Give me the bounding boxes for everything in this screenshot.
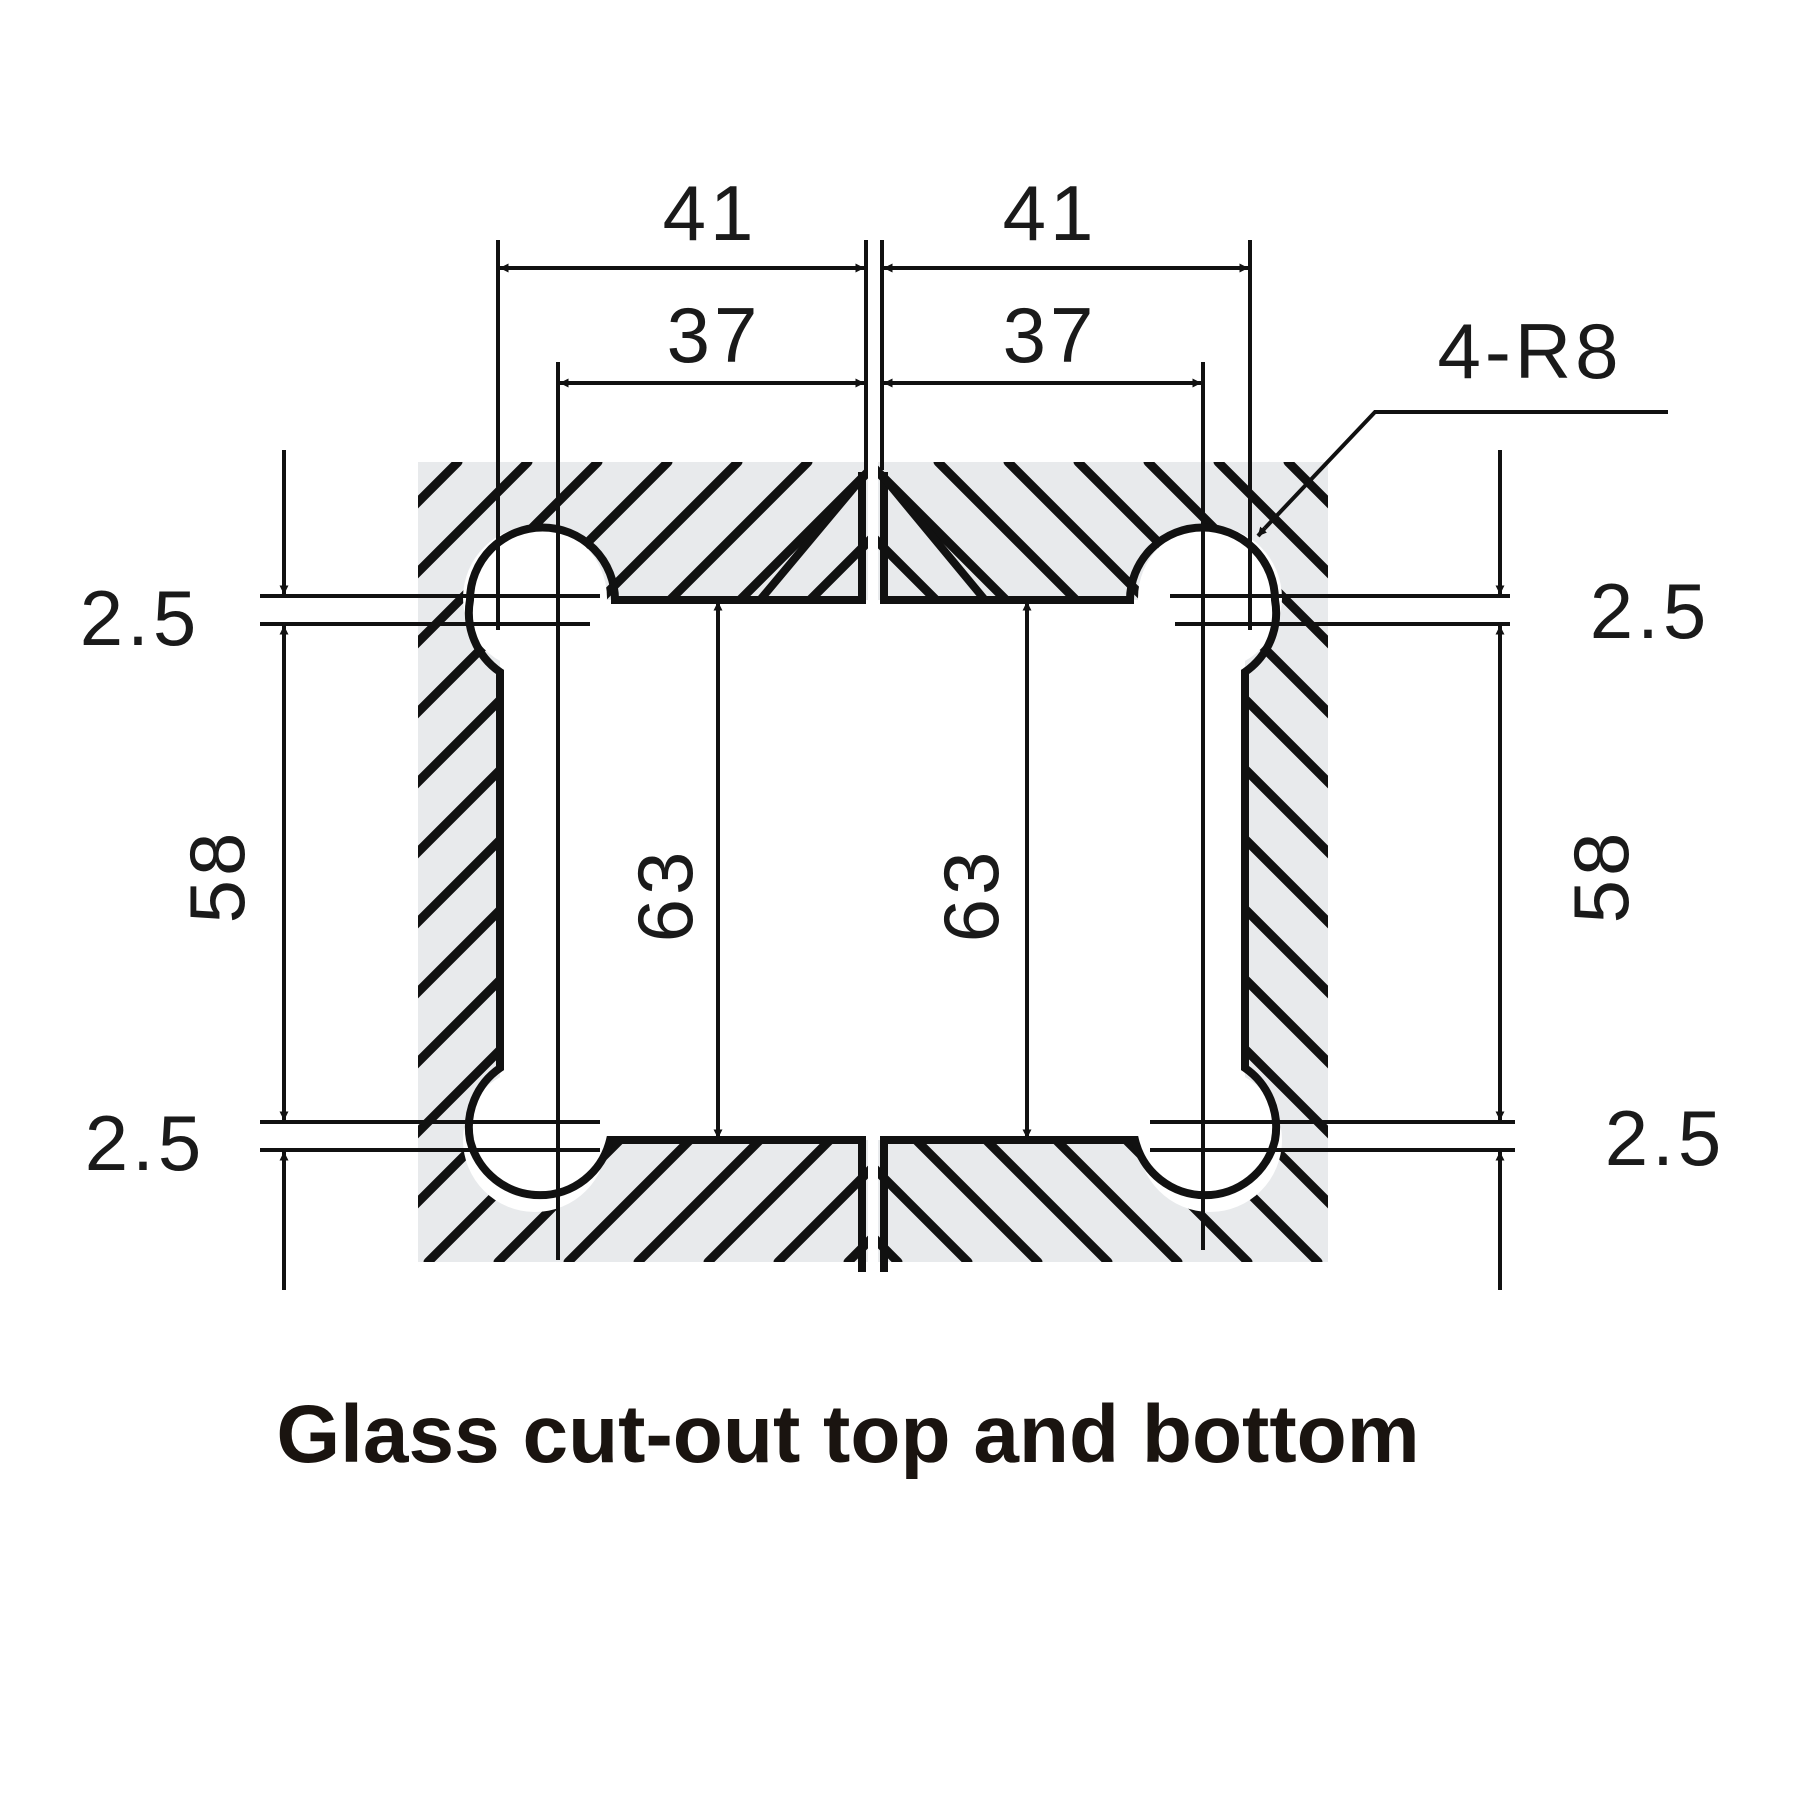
dim-text-right-bottom-gap: 2.5 [1605,1094,1725,1182]
corner-notch-br [1138,1068,1282,1212]
diagram-caption: Glass cut-out top and bottom [276,1389,1419,1480]
radius-leader-line [1263,410,1668,530]
dim-text-top-left-inner: 37 [667,291,762,379]
dim-text-left-height: 58 [173,829,261,924]
hatch-stroke [878,465,1328,929]
cutout-left [500,600,868,1140]
center-bevel-right [880,475,989,603]
dim-text-inner-left-height: 63 [621,848,709,943]
cutout-outline-right [880,472,1281,1272]
hatch-stroke [933,462,1328,859]
dim-text-left-top-gap: 2.5 [80,574,200,662]
corner-notch-bl [463,1068,607,1212]
dim-text-top-right-outer: 41 [1003,169,1098,257]
dim-text-top-right-inner: 37 [1003,291,1098,379]
cutout-right [878,600,1245,1140]
dim-text-corner-radius: 4-R8 [1437,307,1622,395]
dim-text-left-bottom-gap: 2.5 [85,1099,205,1187]
dim-text-right-top-gap: 2.5 [1590,567,1710,655]
dim-text-right-height: 58 [1557,829,1645,924]
dim-text-top-left-outer: 41 [663,169,758,257]
dim-text-inner-right-height: 63 [927,848,1015,943]
hatch-stroke [418,462,813,859]
cutout-outline-left [464,472,866,1272]
radius-leader-arrow [1256,526,1268,538]
hatch-stroke [418,465,868,929]
center-bevel-left [756,475,866,603]
